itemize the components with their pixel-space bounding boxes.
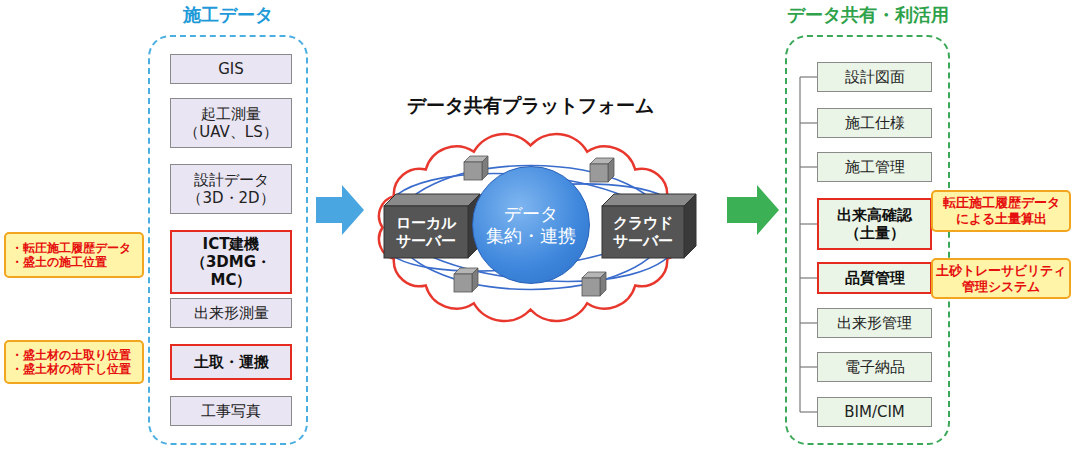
tree-branch (800, 223, 817, 224)
highlight-box: ICT建機 （3DMG・MC） (170, 230, 292, 294)
highlight-box: 土取・運搬 (170, 344, 292, 380)
process-box: 起工測量 （UAV、LS） (170, 98, 292, 148)
process-box: 出来形測量 (170, 298, 292, 328)
process-box: 設計データ （3D・2D） (170, 164, 292, 214)
cube-top (602, 194, 696, 206)
label-text: 施工仕様 (845, 114, 905, 132)
process-box: 施工仕様 (817, 108, 932, 138)
cloud-path (379, 134, 682, 321)
label-text: 施工管理 (845, 158, 905, 176)
flow-arrow (727, 185, 779, 235)
callout-box: 転圧施工履歴データ による土量算出 (931, 190, 1071, 232)
highlight-box: 出来高確認 （土量） (817, 198, 932, 250)
group-heading: データ共有プラットフォーム (328, 94, 733, 117)
label-text: 電子納品 (845, 358, 905, 376)
process-box: 施工管理 (817, 152, 932, 182)
label-text: 土取・運搬 (194, 353, 269, 371)
process-box: 設計図面 (817, 62, 932, 92)
cube-front (384, 206, 468, 258)
tree-trunk (799, 77, 800, 412)
cube-side (684, 194, 696, 258)
label-text: データ 集約・連携 (481, 203, 581, 246)
group-panel: データ共有・利活用設計図面施工仕様施工管理出来高確認 （土量）品質管理出来形管理… (785, 35, 950, 445)
group-heading: 施工データ (110, 4, 346, 26)
label-text: クラウド サーバー (606, 214, 680, 250)
callout-box: ・盛土材の土取り位置・盛土材の荷下し位置 (4, 340, 144, 384)
group-panel: 施工データGIS起工測量 （UAV、LS）設計データ （3D・2D）ICT建機 … (148, 35, 308, 445)
label-text: 土砂トレーサビリティ 管理システム (936, 263, 1066, 294)
hub-circle: データ 集約・連携 (472, 166, 590, 284)
label-text: ICT建機 （3DMG・MC） (176, 235, 286, 289)
label-text: GIS (218, 60, 244, 78)
label-text: 出来高確認 （土量） (823, 206, 926, 242)
label-text: ローカル サーバー (388, 214, 464, 250)
process-box: BIM/CIM (817, 397, 932, 427)
small-cube (482, 156, 488, 180)
label-text: 品質管理 (845, 269, 905, 287)
label-text: BIM/CIM (844, 403, 905, 421)
label-text: 設計図面 (845, 68, 905, 86)
small-cube (464, 162, 482, 180)
tree-branch (800, 411, 817, 412)
label-text: 転圧施工履歴データ による土量算出 (938, 195, 1064, 226)
server-cube: ローカル サーバー (384, 194, 480, 258)
server-cube: クラウド サーバー (602, 194, 696, 258)
small-cube (582, 278, 600, 296)
callout-box: ・転圧施工履歴データ・盛土の施工位置 (4, 232, 144, 278)
small-cube (590, 164, 608, 182)
label-text: 起工測量 （UAV、LS） (175, 105, 287, 141)
label-text: 出来形測量 (194, 304, 269, 322)
process-box: 電子納品 (817, 352, 932, 382)
highlight-box: 品質管理 (817, 262, 932, 294)
label-text: 出来形管理 (837, 314, 912, 332)
label-text: ・転圧施工履歴データ (11, 241, 131, 255)
small-cube (600, 272, 606, 296)
label-text: ・盛土の施工位置 (11, 255, 107, 269)
label-text: 設計データ （3D・2D） (175, 171, 287, 207)
tree-branch (800, 122, 817, 123)
tree-branch (800, 76, 817, 77)
cube-top (384, 194, 480, 206)
flow-arrow (316, 185, 364, 235)
label-text: ・盛土材の土取り位置 (11, 348, 131, 362)
orbit-ring (380, 161, 681, 295)
process-box: 出来形管理 (817, 308, 932, 338)
small-cube (608, 158, 614, 182)
process-box: GIS (170, 54, 292, 84)
small-cube (472, 268, 478, 292)
cloud-platform: データ共有プラットフォームローカル サーバーデータ 集約・連携クラウド サーバー (368, 130, 693, 325)
process-box: 工事写真 (170, 396, 292, 426)
label-text: ・盛土材の荷下し位置 (11, 362, 131, 376)
tree-branch (800, 322, 817, 323)
cube-front (602, 206, 684, 258)
tree-branch (800, 366, 817, 367)
tree-branch (800, 166, 817, 167)
tree-branch (800, 277, 817, 278)
group-heading: データ共有・利活用 (747, 4, 988, 26)
small-cube (454, 274, 472, 292)
label-text: 工事写真 (201, 402, 261, 420)
callout-box: 土砂トレーサビリティ 管理システム (931, 258, 1071, 299)
